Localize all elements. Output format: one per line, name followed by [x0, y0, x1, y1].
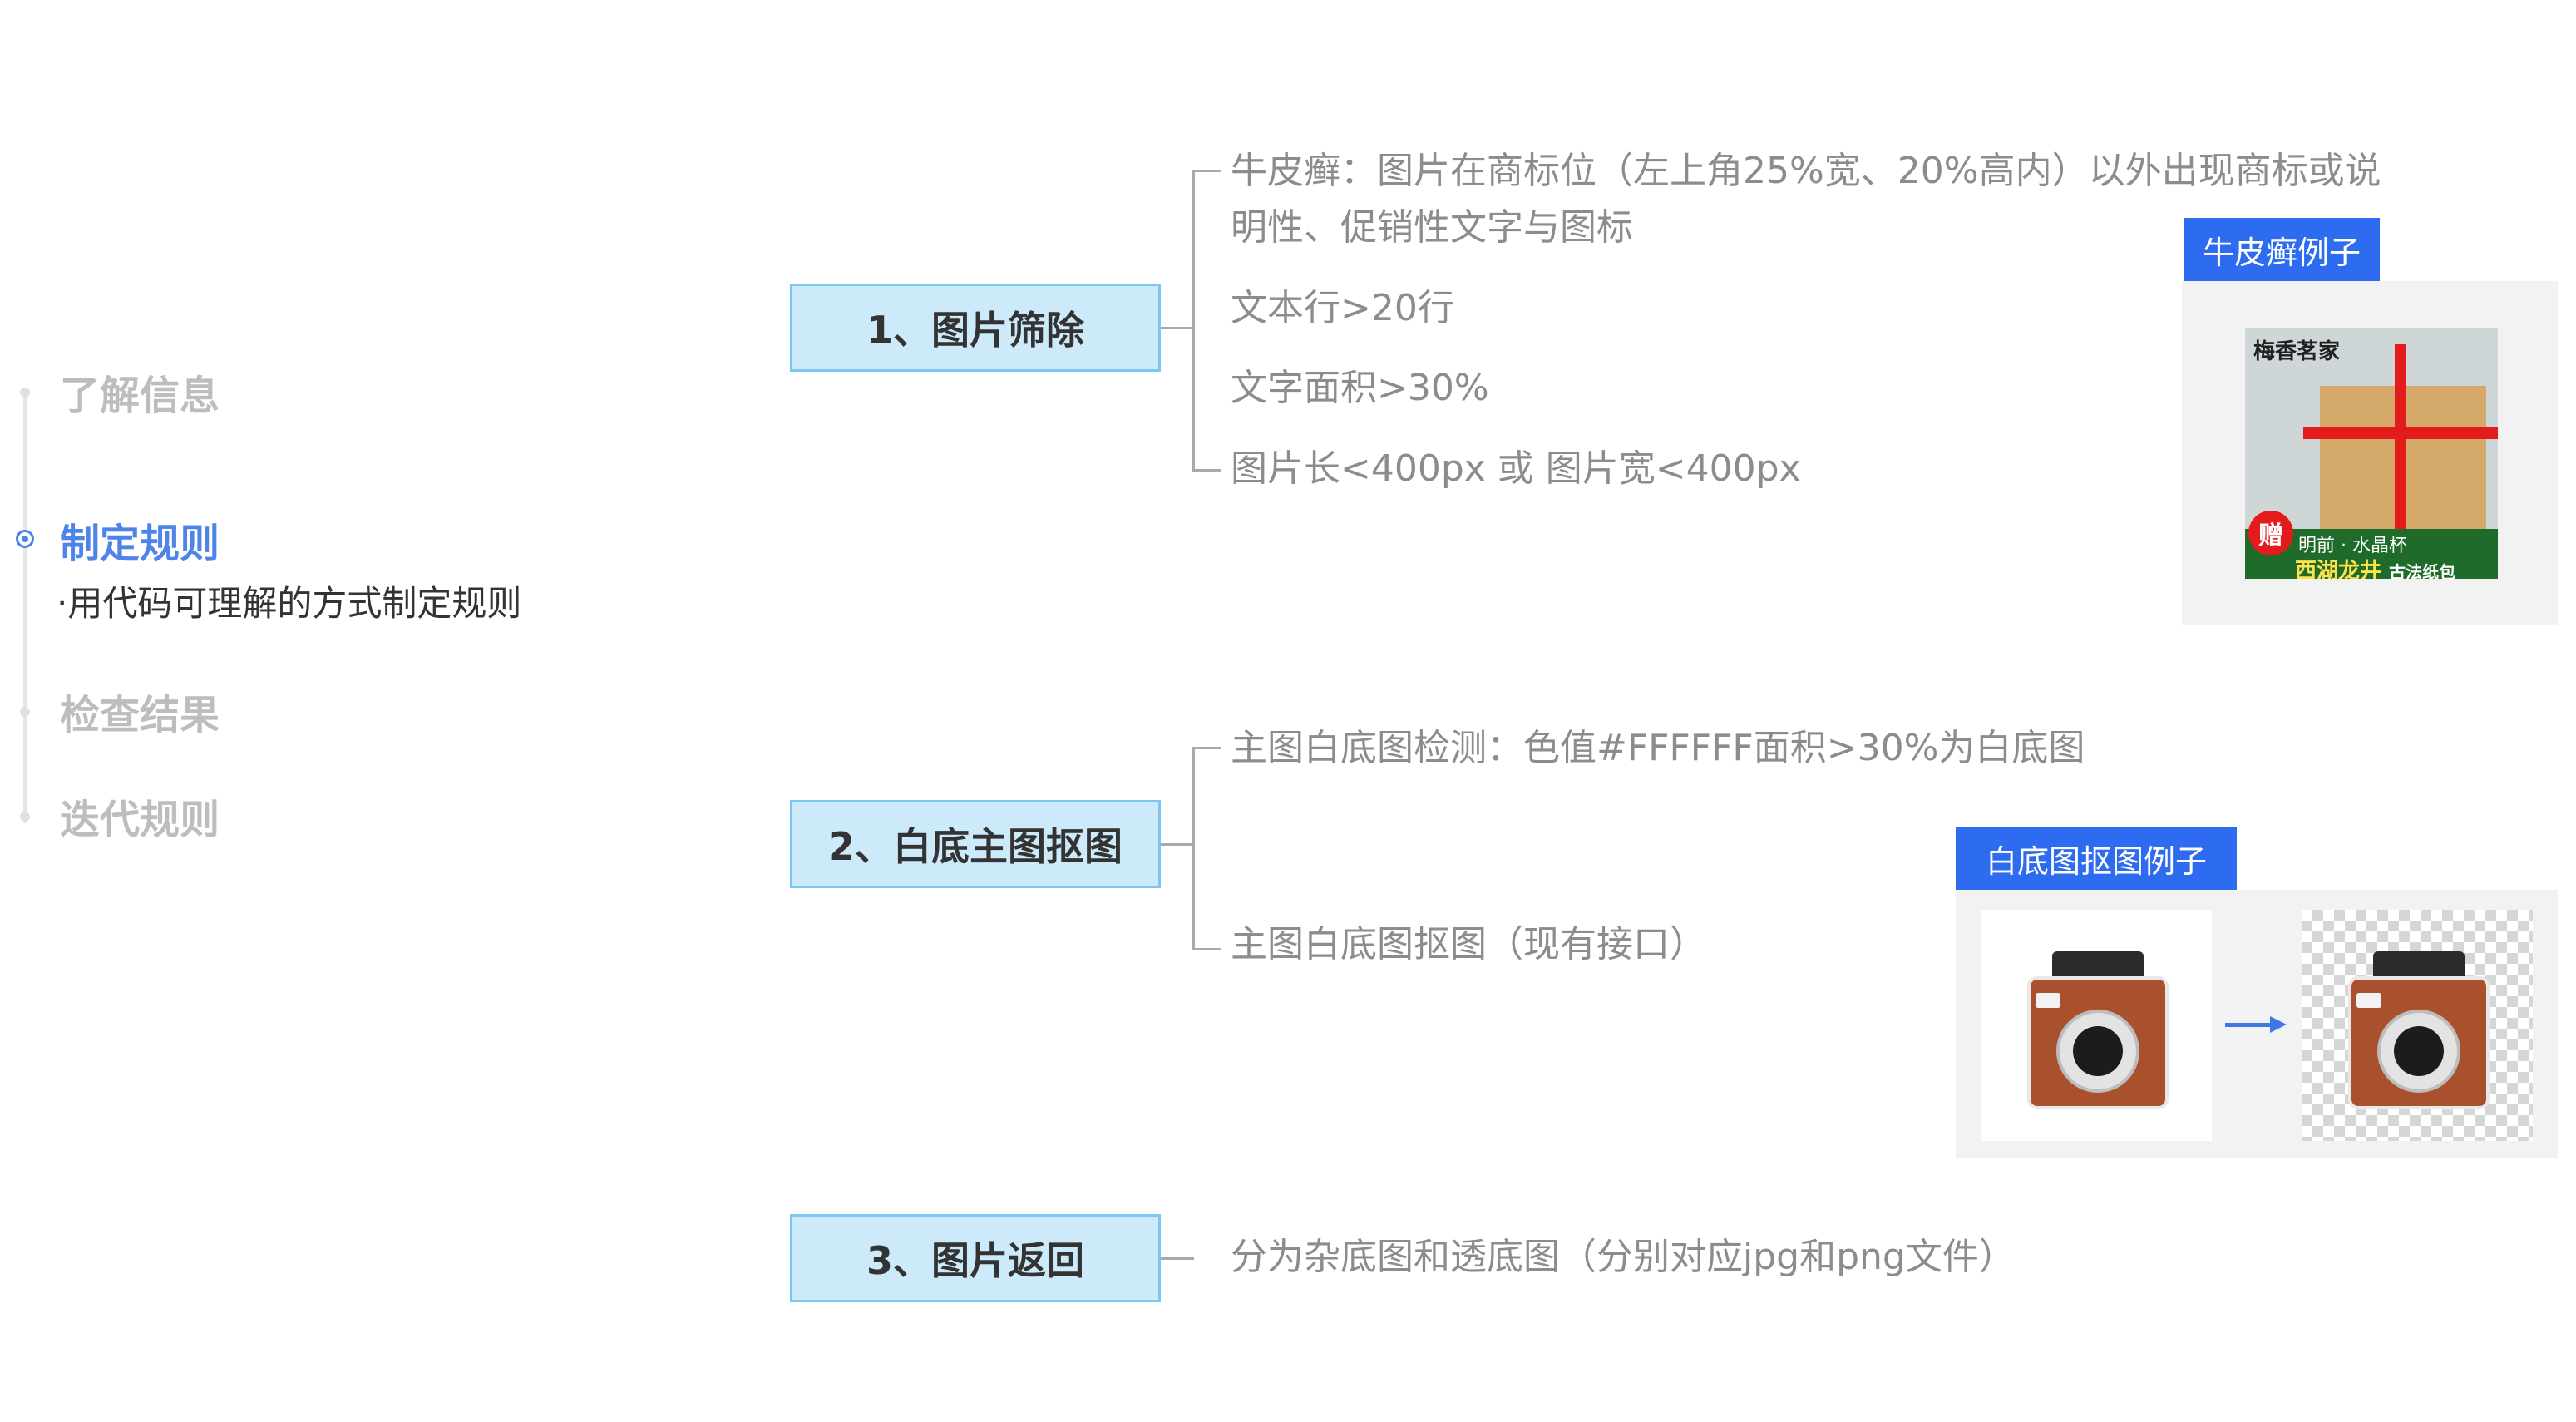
gift-badge: 赠: [2248, 511, 2293, 555]
camera-flash: [2356, 993, 2381, 1008]
camera-image: [2027, 951, 2169, 1109]
step-label-iterate-rules[interactable]: 迭代规则: [60, 797, 220, 843]
camera-lens-center: [2073, 1026, 2123, 1076]
camera-flash: [2036, 993, 2060, 1008]
leaf-text-lines: 文本行>20行: [1231, 287, 1454, 329]
arrow-right-icon: [2225, 1023, 2273, 1027]
connector-h: [1161, 843, 1194, 846]
connector-branch: [1192, 469, 1221, 472]
node-white-bg-cutout[interactable]: 2、白底主图抠图: [790, 800, 1161, 888]
step-track-line: [23, 391, 27, 823]
connector-h: [1161, 327, 1194, 329]
product-brand-text: 梅香茗家: [2253, 339, 2341, 364]
step-dot-2-active: [16, 530, 34, 548]
camera-image: [2348, 951, 2490, 1109]
psoriasis-example-tag: 牛皮癣例子: [2184, 218, 2380, 281]
connector-branch: [1192, 170, 1221, 172]
camera-original-photo: [1981, 910, 2212, 1141]
product-title-suffix: 古法纸包: [2389, 562, 2456, 579]
gift-text: 明前 · 水晶杯: [2298, 536, 2407, 556]
cutout-example-tag: 白底图抠图例子: [1956, 827, 2237, 890]
connector-branch: [1192, 948, 1221, 950]
ribbon-vertical: [2395, 344, 2406, 552]
ribbon-horizontal: [2303, 427, 2498, 439]
camera-cutout-photo: [2302, 910, 2533, 1141]
step-label-define-rules[interactable]: 制定规则: [60, 521, 220, 567]
node-image-filter[interactable]: 1、图片筛除: [790, 284, 1161, 372]
leaf-white-bg-cutout: 主图白底图抠图（现有接口）: [1231, 923, 1706, 965]
connector-v: [1192, 170, 1195, 471]
node-image-return[interactable]: 3、图片返回: [790, 1214, 1161, 1302]
camera-lens: [2056, 1010, 2139, 1093]
leaf-image-size: 图片长<400px 或 图片宽<400px: [1231, 447, 1801, 490]
product-title-main: 西湖龙井: [2295, 559, 2382, 579]
step-dot-3: [20, 707, 30, 717]
camera-lens-center: [2394, 1026, 2444, 1076]
tea-product-image: 梅香茗家 赠 明前 · 水晶杯 西湖龙井 古法纸包: [2245, 328, 2498, 579]
product-title: 西湖龙井 古法纸包: [2295, 554, 2455, 579]
leaf-psoriasis-rule: 牛皮癣：图片在商标位（左上角25%宽、20%高内）以外出现商标或说: [1231, 150, 2381, 192]
step-label-understand[interactable]: 了解信息: [60, 373, 220, 419]
step-dot-4: [20, 812, 30, 822]
leaf-return-format: 分为杂底图和透底图（分别对应jpg和png文件）: [1231, 1236, 2016, 1278]
leaf-white-bg-detect: 主图白底图检测：色值#FFFFFF面积>30%为白底图: [1231, 727, 2085, 769]
arrow-head-icon: [2270, 1016, 2287, 1033]
step-dot-1: [20, 388, 30, 397]
leaf-text-area: 文字面积>30%: [1231, 367, 1489, 409]
leaf-psoriasis-rule-cont: 明性、促销性文字与图标: [1231, 206, 1633, 249]
step-label-check-results[interactable]: 检查结果: [60, 692, 220, 738]
connector-v: [1192, 747, 1195, 950]
connector-h: [1161, 1257, 1194, 1260]
step-sub-description: ·用代码可理解的方式制定规则: [57, 583, 522, 624]
connector-branch: [1192, 747, 1221, 749]
